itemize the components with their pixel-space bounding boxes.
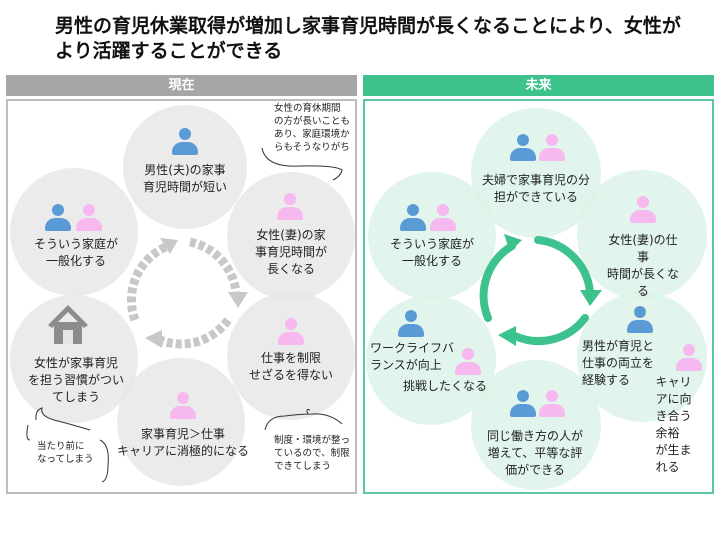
man-icon — [510, 134, 536, 162]
woman-icon — [455, 348, 481, 376]
man-icon — [510, 390, 536, 418]
node-text: キャリアに向 き合う余裕 が生まれる — [655, 375, 692, 474]
node-text: 仕事を制限 せざるを得ない — [248, 351, 334, 382]
man-icon — [400, 204, 426, 232]
circle-node — [577, 170, 707, 300]
house-icon — [48, 305, 88, 344]
circle-node — [471, 360, 601, 490]
node-text: 女性(妻)の仕事 時間が長くなる — [606, 233, 679, 298]
cycle-arrow — [126, 241, 170, 322]
woman-icon — [76, 204, 102, 232]
node-text: 女性が家事育児 を担う習慣がつい てしまう — [27, 356, 125, 404]
man-icon — [627, 306, 653, 334]
man-icon — [398, 310, 424, 338]
current-header: 現在 — [6, 75, 357, 96]
woman-icon — [277, 193, 303, 221]
node-text: ワークライフバ ランスが向上 — [369, 341, 455, 372]
annotation: 制度・環境が整っ ているので、制限 できてしまう — [274, 435, 351, 472]
future-header: 未来 — [363, 75, 714, 96]
circle-node — [123, 105, 247, 229]
woman-icon — [170, 392, 196, 420]
woman-icon — [630, 196, 656, 224]
current-panel — [6, 99, 357, 494]
node-text: 男性(夫)の家事 育児時間が短い — [142, 163, 228, 194]
annotation: 当たり前に なってしまう — [37, 441, 94, 465]
man-icon — [172, 128, 198, 156]
woman-icon — [430, 204, 456, 232]
circle-node — [10, 168, 138, 296]
node-text: 挑戦したくなる — [402, 379, 488, 393]
woman-icon — [676, 344, 702, 372]
node-text: そういう家庭が 一般化する — [389, 237, 475, 268]
circle-node — [368, 172, 496, 300]
circle-node — [117, 358, 245, 486]
node-text: そういう家庭が 一般化する — [33, 237, 119, 268]
node-text: 女性(妻)の家 事育児時間が 長くなる — [254, 228, 328, 276]
node-text: 夫婦で家事育児の分 担ができている — [481, 173, 591, 204]
man-icon — [45, 204, 71, 232]
woman-icon — [278, 318, 304, 346]
woman-icon — [539, 134, 565, 162]
cycle-arrow — [188, 237, 241, 293]
woman-icon — [539, 390, 565, 418]
node-text: 男性が育児と 仕事の両立を 経験する — [581, 339, 655, 387]
node-text: 家事育児＞仕事 キャリアに消極的になる — [116, 427, 250, 458]
cycle-arrow — [158, 317, 232, 349]
node-text: 同じ働き方の人が 増えて、平等な評 価ができる — [486, 429, 584, 477]
annotation: 女性の育休期間 の方が長いことも あり、家庭環境か らもそうなりがち — [274, 103, 351, 153]
circle-node — [227, 292, 355, 420]
page-title: 男性の育児休業取得が増加し家事育児時間が長くなることにより、女性がより活躍するこ… — [55, 15, 681, 62]
future-panel — [363, 99, 714, 494]
